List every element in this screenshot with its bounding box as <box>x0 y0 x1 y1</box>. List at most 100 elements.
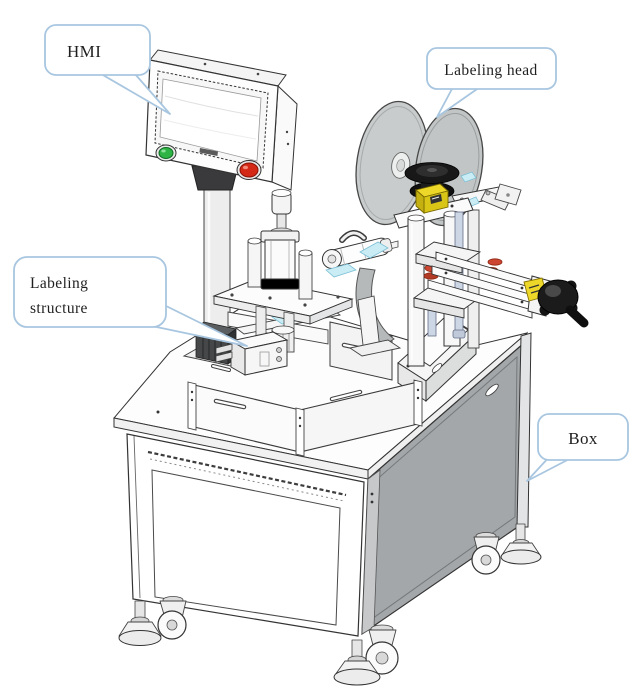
guide-post-left-top <box>247 237 262 245</box>
roller-clamp-inner <box>340 231 366 242</box>
table-hole <box>156 410 160 414</box>
callout-labeling-structure-line1: Labeling <box>30 275 88 292</box>
table-enclosure <box>187 379 423 457</box>
foot-base <box>500 549 542 565</box>
spool-hub <box>427 168 437 172</box>
corner-post <box>295 407 305 457</box>
post-bolt <box>190 398 194 402</box>
base-slot <box>431 363 443 373</box>
front-wall-slot-inner <box>214 399 246 409</box>
callout-hmi-label: HMI <box>67 42 101 61</box>
side-panel-hole <box>370 500 374 504</box>
head-base-right <box>425 332 477 403</box>
label-strip <box>460 171 477 183</box>
caster-hub <box>375 651 389 665</box>
brand-logo-mark <box>199 148 218 156</box>
foot-base <box>118 630 162 646</box>
spring-ring-red <box>487 258 503 266</box>
clamp-finger <box>215 351 233 363</box>
sensor-label <box>430 194 442 204</box>
bracket-bolt <box>506 193 510 197</box>
labeling-head-front <box>407 210 589 367</box>
fin-cylinder-top <box>271 325 295 335</box>
panel-side-screw <box>286 142 290 146</box>
callout-labeling-structure-bubble <box>13 256 167 328</box>
panel-side-screw <box>285 130 289 134</box>
peeler-foot <box>348 339 402 357</box>
panel-screw <box>256 72 260 76</box>
guide-post-right-top <box>298 249 313 257</box>
arm-bolt <box>450 204 454 208</box>
right-wall-slot-inner <box>330 390 362 401</box>
sensor-label-line <box>431 196 440 200</box>
reel-hub-center <box>396 159 406 172</box>
box-front-door <box>151 469 341 626</box>
rail-bolt <box>520 300 524 304</box>
red-button-cap <box>239 162 259 178</box>
peel-roller-unit <box>321 237 393 270</box>
feet-and-casters <box>118 523 542 686</box>
post-bolt <box>298 416 302 420</box>
rail-bolt <box>520 286 524 290</box>
corner-post <box>413 379 423 427</box>
box-front-left-edge <box>133 435 141 599</box>
plate-bolt <box>336 295 340 299</box>
red-button-glint <box>242 165 249 170</box>
piston-knob-top <box>271 189 292 197</box>
post-bolt <box>416 396 420 400</box>
roller-cap-center <box>327 254 337 264</box>
pole-base-ribs <box>202 330 222 362</box>
box-front-gap-line2 <box>149 458 345 502</box>
post-bolt <box>416 388 420 392</box>
callout-labeling-head: Labeling head <box>426 47 557 118</box>
column-a-top <box>407 214 425 222</box>
hmi-screen <box>159 78 262 162</box>
rail-bolt <box>444 257 448 261</box>
post-bolt <box>190 390 194 394</box>
platform-slot-inner <box>212 365 230 371</box>
callout-box-label: Box <box>568 429 598 448</box>
callout-hmi-bubble <box>44 24 151 76</box>
slide-screw <box>276 347 282 353</box>
label-strip <box>325 263 357 278</box>
green-button-cap <box>158 147 174 159</box>
labeling-structure-assembly <box>211 189 357 376</box>
table-slot <box>485 383 499 397</box>
knob-highlight <box>545 285 561 297</box>
box-front-gap-line <box>147 450 347 497</box>
lever-pivot <box>485 190 491 196</box>
callout-labeling-head-bubble <box>426 47 557 90</box>
red-button <box>236 160 262 180</box>
callout-labeling-structure-line2: structure <box>30 300 88 317</box>
slide-detail <box>259 351 270 367</box>
label-strip <box>359 241 389 259</box>
reel-disk-front-rim <box>418 112 480 222</box>
adjustment-knob <box>537 279 589 328</box>
sensor-side <box>415 189 425 214</box>
screen-reflection <box>163 119 257 140</box>
caster-hub <box>166 619 178 631</box>
plate-bolt <box>230 293 234 297</box>
screen-reflection <box>164 95 259 117</box>
box-front-panel <box>126 433 365 637</box>
callout-labeling-structure: Labeling structure <box>13 256 248 347</box>
callouts: HMI Labeling head Labeling structure Box <box>13 24 629 482</box>
foot-base <box>333 668 381 686</box>
post-bolt <box>298 424 302 428</box>
green-button-glint <box>161 149 166 153</box>
clamp-finger <box>215 343 233 355</box>
peeler-assembly <box>321 230 402 381</box>
guide-rod-blue-cap <box>452 329 466 339</box>
callout-box: Box <box>526 413 629 482</box>
cylinder-body <box>264 239 296 282</box>
panel-screw <box>203 62 207 66</box>
guide-post-right <box>298 252 313 300</box>
callout-hmi: HMI <box>44 24 171 115</box>
side-panel-hole <box>370 492 374 496</box>
caster-hub <box>480 554 492 566</box>
callout-box-bubble <box>537 413 629 461</box>
pneumatic-cylinder <box>247 189 313 300</box>
rail-bar <box>427 279 533 319</box>
